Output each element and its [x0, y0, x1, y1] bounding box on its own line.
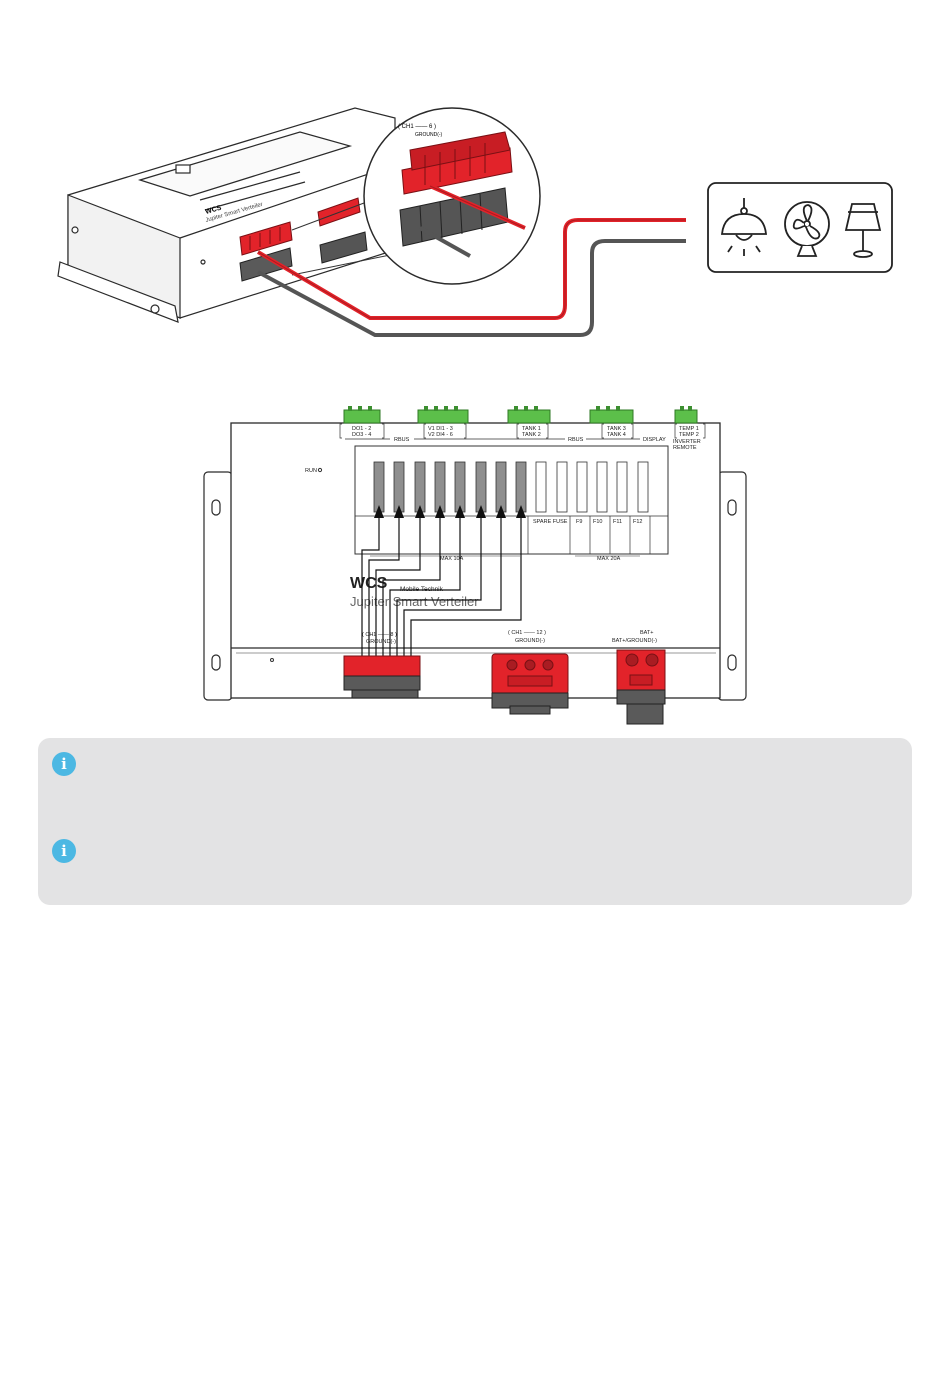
board-product-name: Jupiter Smart Verteiler [350, 594, 479, 609]
conn-label-temp-2: TEMP 2 [679, 432, 699, 438]
fuse-empty [637, 461, 649, 513]
fuse-wire [382, 512, 441, 660]
conn-label-tank34-2: TANK 4 [607, 432, 626, 438]
inverter-label-2: REMOTE [673, 445, 697, 451]
ceiling-lamp-icon [721, 198, 767, 256]
top-connector-group [343, 409, 698, 424]
fuse-label-f11: F11 [613, 519, 622, 525]
fuse-used [475, 461, 487, 513]
fuse-wire [403, 512, 502, 660]
fuse-label-f10: F10 [593, 519, 602, 525]
bat-sub: BAT+/GROUND(-) [612, 638, 657, 644]
ch1-12-connector [491, 653, 569, 715]
conn-label-tank12-2: TANK 2 [522, 432, 541, 438]
fuse-wire [375, 512, 421, 660]
fuse-empty [616, 461, 628, 513]
arrow-head [435, 505, 445, 518]
top-wiring-diagram: WCS Jupiter Smart Verteiler ( CH1 —— 6 )… [57, 107, 893, 337]
conn-label-do-2: DO3 - 4 [352, 432, 371, 438]
arrow-head [496, 505, 506, 518]
ch-mid-sub: GROUND(-) [515, 638, 545, 644]
fuse-wires [361, 505, 526, 660]
bat-connector [616, 649, 666, 725]
conn-label-tank34-1: TANK 3 [607, 426, 626, 432]
consumers-box [707, 182, 893, 273]
fuse-wire [368, 512, 400, 660]
distribution-module-3d [57, 107, 396, 323]
bat-label: BAT+ [640, 630, 654, 636]
run-label: RUN [305, 468, 317, 474]
module-red-connector [239, 221, 293, 256]
zoom-connector-sublabel: GROUND(-) [415, 132, 443, 138]
zoom-connector-label: ( CH1 —— 6 ) [398, 124, 436, 130]
rbus-left-label: RBUS [394, 437, 410, 443]
table-lamp-icon [844, 203, 882, 258]
fuse-used [414, 461, 426, 513]
ground-wire [257, 226, 686, 337]
fuse-empty [556, 461, 568, 513]
spare-fuse-label: SPARE FUSE [533, 519, 568, 525]
fuse-used [454, 461, 466, 513]
conn-label-temp-1: TEMP 1 [679, 426, 699, 432]
display-label: DISPLAY [643, 437, 666, 443]
conn-label-do-1: DO1 - 2 [352, 426, 371, 432]
fuse-used [434, 461, 446, 513]
fuse-label-f12: F12 [633, 519, 642, 525]
arrow-head [374, 505, 384, 518]
fuse-used [393, 461, 405, 513]
fuse-empty [596, 461, 608, 513]
fuse-empty [535, 461, 547, 513]
fuse-label-f9: F9 [576, 519, 582, 525]
fuse-wire [396, 512, 482, 660]
rbus-right-label: RBUS [568, 437, 584, 443]
arrow-head [455, 505, 465, 518]
inverter-label-1: INVERTER [673, 439, 701, 445]
board-diagram: DO1 - 2 DO3 - 4 V1 DI1 - 3 V2 DI4 - 6 TA… [203, 406, 747, 725]
fuse-wire [361, 512, 380, 660]
ch-left-label: ( CH1 —— 8 ) [362, 632, 397, 638]
info-icon: i [52, 839, 76, 863]
arrow-head [476, 505, 486, 518]
module-gray-connector-2 [319, 231, 368, 264]
max-20a-label: MAX 20A [597, 556, 621, 562]
ch-mid-label: ( CH1 —— 12 ) [508, 630, 546, 636]
module-gray-connector [239, 247, 293, 282]
fuse-row [373, 461, 649, 513]
run-led [317, 467, 323, 473]
arrow-head [415, 505, 425, 518]
fuse-wire [410, 512, 522, 660]
info-icon: i [52, 752, 76, 776]
fuse-used [495, 461, 507, 513]
fuse-wire [389, 512, 461, 660]
fuse-used [373, 461, 385, 513]
arrow-head [394, 505, 404, 518]
arrow-head [516, 505, 526, 518]
module-brand: WCS [205, 205, 223, 216]
fan-icon [784, 201, 830, 257]
ch-left-sub: GROUND(-) [366, 639, 396, 645]
fuse-panel [354, 445, 669, 555]
fuse-used [515, 461, 527, 513]
ch1-8-connector [343, 655, 421, 699]
mounting-flange-left [203, 471, 233, 701]
conn-label-di-1: V1 DI1 - 3 [428, 426, 453, 432]
conn-label-di-2: V2 DI4 - 6 [428, 432, 453, 438]
conn-label-tank12-1: TANK 1 [522, 426, 541, 432]
info-notice-panel: i i [38, 738, 912, 905]
mounting-flange-right [717, 471, 747, 701]
fuse-empty [576, 461, 588, 513]
max-10a-label: MAX 10A [440, 556, 464, 562]
